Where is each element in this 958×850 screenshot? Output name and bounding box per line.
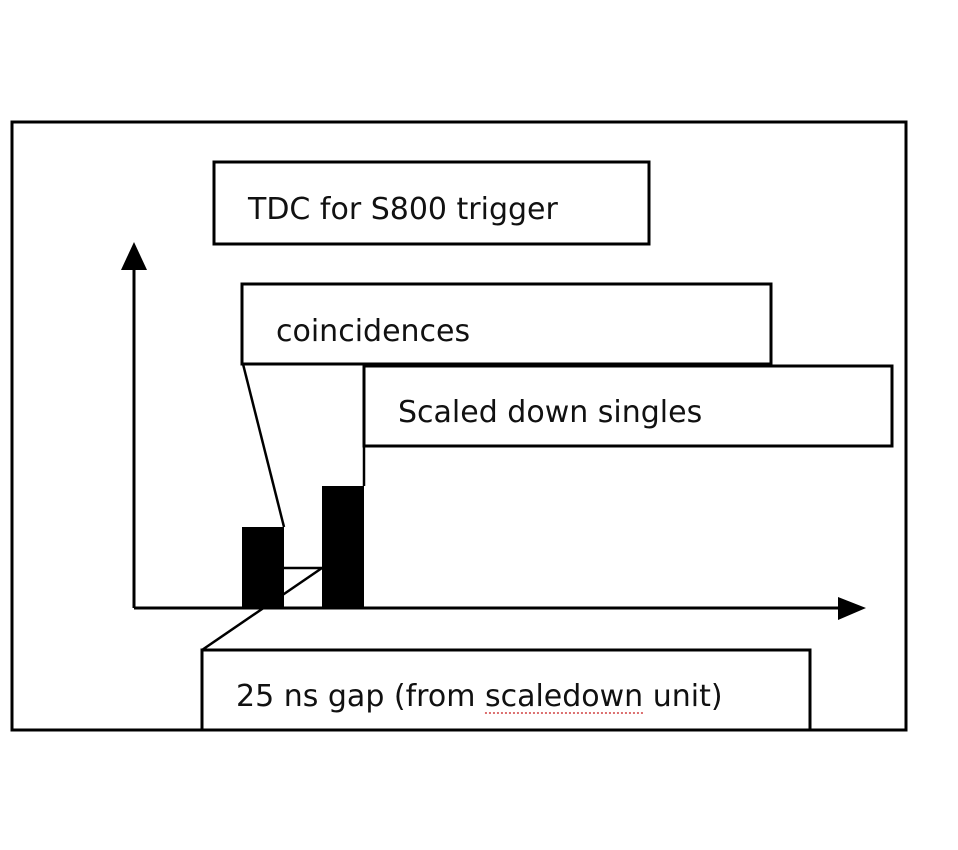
gap-label-text: 25 ns gap (from scaledown unit)	[236, 679, 723, 714]
gap-label-flagged-word: scaledown	[485, 679, 643, 714]
coincidences-label-box	[240, 282, 773, 366]
coincidences-label-text: coincidences	[276, 314, 470, 349]
coincidence-peak-bar	[242, 527, 284, 608]
tdc-label-box	[212, 160, 651, 246]
coincidences-connector-line	[241, 363, 286, 528]
singles-label-text: Scaled down singles	[398, 395, 702, 430]
y-axis-arrowhead	[121, 242, 147, 270]
singles-peak-bar	[322, 486, 364, 608]
singles-label-box	[362, 364, 894, 448]
tdc-label-text: TDC for S800 trigger	[247, 192, 559, 227]
gap-label-prefix: 25 ns gap (from	[236, 679, 485, 714]
gap-label-suffix: unit)	[643, 679, 722, 714]
gap-label-box	[200, 648, 812, 732]
x-axis-arrowhead	[838, 597, 866, 620]
gap-connector-line	[201, 566, 323, 652]
